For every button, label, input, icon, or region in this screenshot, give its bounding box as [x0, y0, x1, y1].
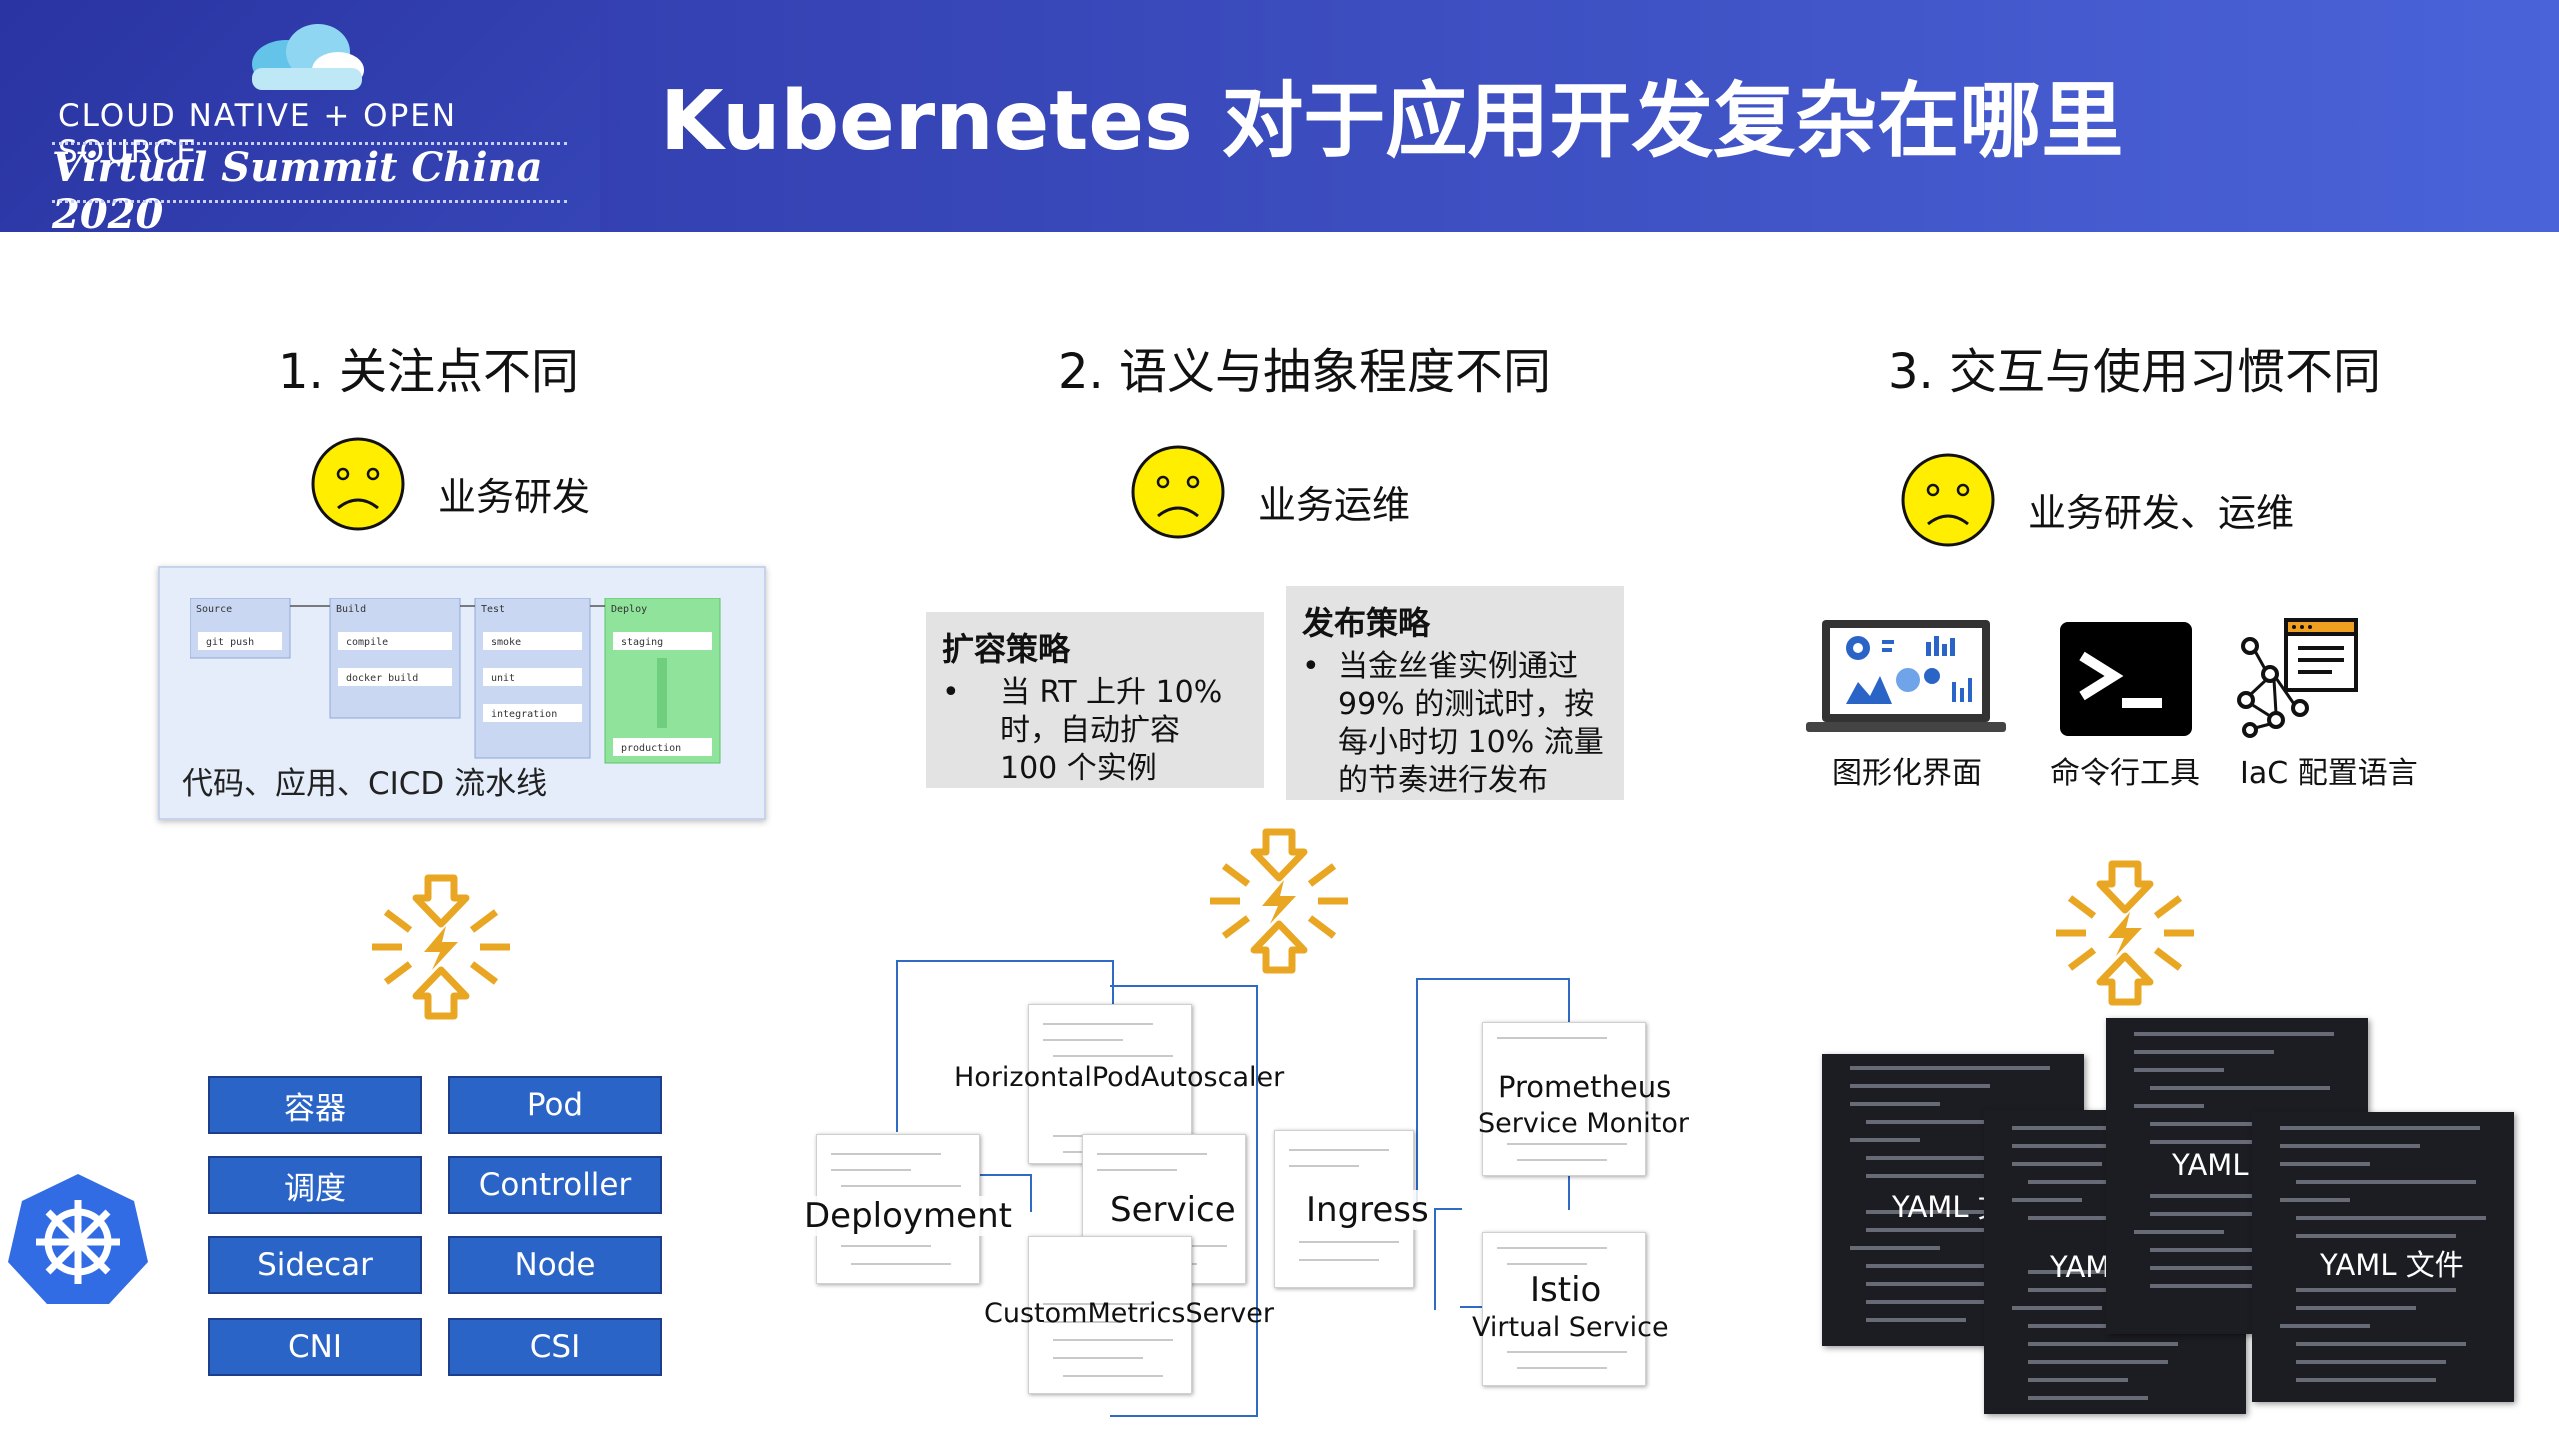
- cloud-icon: [252, 24, 364, 90]
- brand-event-name: Virtual Summit China 2020: [52, 144, 543, 238]
- stage-label: Source: [196, 604, 232, 615]
- service-label: Service: [1110, 1190, 1236, 1230]
- conflict-lightning-icon: [372, 874, 510, 1020]
- yaml-card-label: YAML: [2172, 1148, 2249, 1182]
- step-label: integration: [491, 709, 557, 720]
- dashboard-icon: [1806, 620, 2006, 732]
- release-strategy-card: 发布策略 • 当金丝雀实例通过 99% 的测试时，按 每小时切 10% 流量 的…: [1286, 586, 1624, 800]
- slide-title: Kubernetes 对于应用开发复杂在哪里: [660, 74, 2124, 169]
- strategy-line: 100 个实例: [1000, 751, 1157, 786]
- dotted-divider: [52, 142, 567, 145]
- tool-label-iac: IaC 配置语言: [2240, 756, 2418, 791]
- concept-csi: CSI: [448, 1318, 662, 1376]
- step-label: staging: [621, 637, 663, 648]
- strategy-line: 每小时切 10% 流量: [1338, 725, 1604, 760]
- yaml-doc-thumbnail: [1028, 1236, 1192, 1394]
- connector-line: [978, 1174, 1032, 1212]
- strategy-line: 99% 的测试时，按: [1338, 687, 1595, 722]
- column-heading-interaction: 3. 交互与使用习惯不同: [1888, 344, 2382, 400]
- hpa-label: HorizontalPodAutoscaler: [954, 1062, 1285, 1093]
- step-label: docker build: [346, 673, 418, 684]
- step-label: production: [621, 743, 681, 754]
- kubernetes-logo-icon: [8, 1174, 148, 1304]
- dotted-divider: [52, 200, 567, 203]
- role-label-devops: 业务研发、运维: [2028, 491, 2295, 535]
- connector-line: [1434, 1208, 1462, 1310]
- brand-tagline: CLOUD NATIVE + OPEN SOURCE: [58, 98, 458, 170]
- strategy-line: 时，自动扩容: [1000, 713, 1180, 748]
- prometheus-label: Prometheus: [1498, 1070, 1672, 1104]
- column-heading-semantics: 2. 语义与抽象程度不同: [1058, 344, 1552, 400]
- strategy-line: 的节奏进行发布: [1338, 763, 1548, 798]
- pipeline-caption: 代码、应用、CICD 流水线: [182, 766, 548, 802]
- virtual-service-label: Virtual Service: [1472, 1312, 1669, 1343]
- service-monitor-label: Service Monitor: [1478, 1108, 1690, 1139]
- config-network-icon: [2237, 618, 2358, 738]
- connector-line: [1110, 1415, 1258, 1417]
- connector-line: [1460, 1306, 1500, 1308]
- yaml-card: YAML 文件: [2252, 1112, 2514, 1402]
- sad-face-icon: [1131, 445, 1225, 539]
- step-label: smoke: [491, 637, 521, 648]
- concept-pod: Pod: [448, 1076, 662, 1134]
- strategy-title: 发布策略: [1302, 604, 1431, 642]
- bullet: •: [1302, 649, 1320, 684]
- concept-node: Node: [448, 1236, 662, 1294]
- istio-label: Istio: [1530, 1270, 1602, 1310]
- concept-cni: CNI: [208, 1318, 422, 1376]
- step-label: compile: [346, 637, 388, 648]
- concept-controller: Controller: [448, 1156, 662, 1214]
- conflict-lightning-icon: [2056, 860, 2194, 1006]
- sad-face-icon: [311, 437, 405, 531]
- role-label-ops: 业务运维: [1258, 483, 1411, 527]
- tool-label-cli: 命令行工具: [2050, 756, 2200, 791]
- strategy-line: 当金丝雀实例通过: [1338, 649, 1578, 684]
- conflict-lightning-icon: [1210, 828, 1348, 974]
- connector-line: [1110, 985, 1258, 987]
- event-logo: CLOUD NATIVE + OPEN SOURCE Virtual Summi…: [0, 0, 600, 238]
- yaml-card-label: YAML 文件: [2320, 1248, 2464, 1282]
- pipeline-flow: Source Build Test Deploy git push compil…: [190, 598, 721, 764]
- stage-label: Deploy: [611, 604, 647, 615]
- role-label-dev: 业务研发: [438, 475, 591, 519]
- stage-label: Test: [481, 604, 505, 615]
- bullet: •: [942, 675, 960, 710]
- yaml-doc-thumbnail: [1482, 1022, 1646, 1176]
- sad-face-icon: [1901, 453, 1995, 547]
- terminal-icon: [2060, 622, 2192, 736]
- scaling-strategy-card: 扩容策略 • 当 RT 上升 10% 时，自动扩容 100 个实例: [926, 612, 1264, 788]
- concept-container: 容器: [208, 1076, 422, 1134]
- custom-metrics-label: CustomMetricsServer: [984, 1298, 1274, 1329]
- strategy-title: 扩容策略: [942, 630, 1071, 668]
- cicd-pipeline-diagram: Source Build Test Deploy git push compil…: [158, 566, 766, 820]
- stage-label: Build: [336, 604, 366, 615]
- tool-label-gui: 图形化界面: [1832, 756, 1982, 791]
- column-heading-focus: 1. 关注点不同: [278, 344, 580, 400]
- yaml-card-label: YAM: [2050, 1250, 2111, 1284]
- strategy-line: 当 RT 上升 10%: [1000, 675, 1223, 710]
- ingress-label: Ingress: [1306, 1190, 1429, 1230]
- connector-line: [1256, 985, 1258, 1415]
- concept-scheduling: 调度: [208, 1156, 422, 1214]
- step-label: git push: [206, 637, 254, 648]
- concept-sidecar: Sidecar: [208, 1236, 422, 1294]
- deployment-label: Deployment: [804, 1196, 1012, 1236]
- step-label: unit: [491, 673, 515, 684]
